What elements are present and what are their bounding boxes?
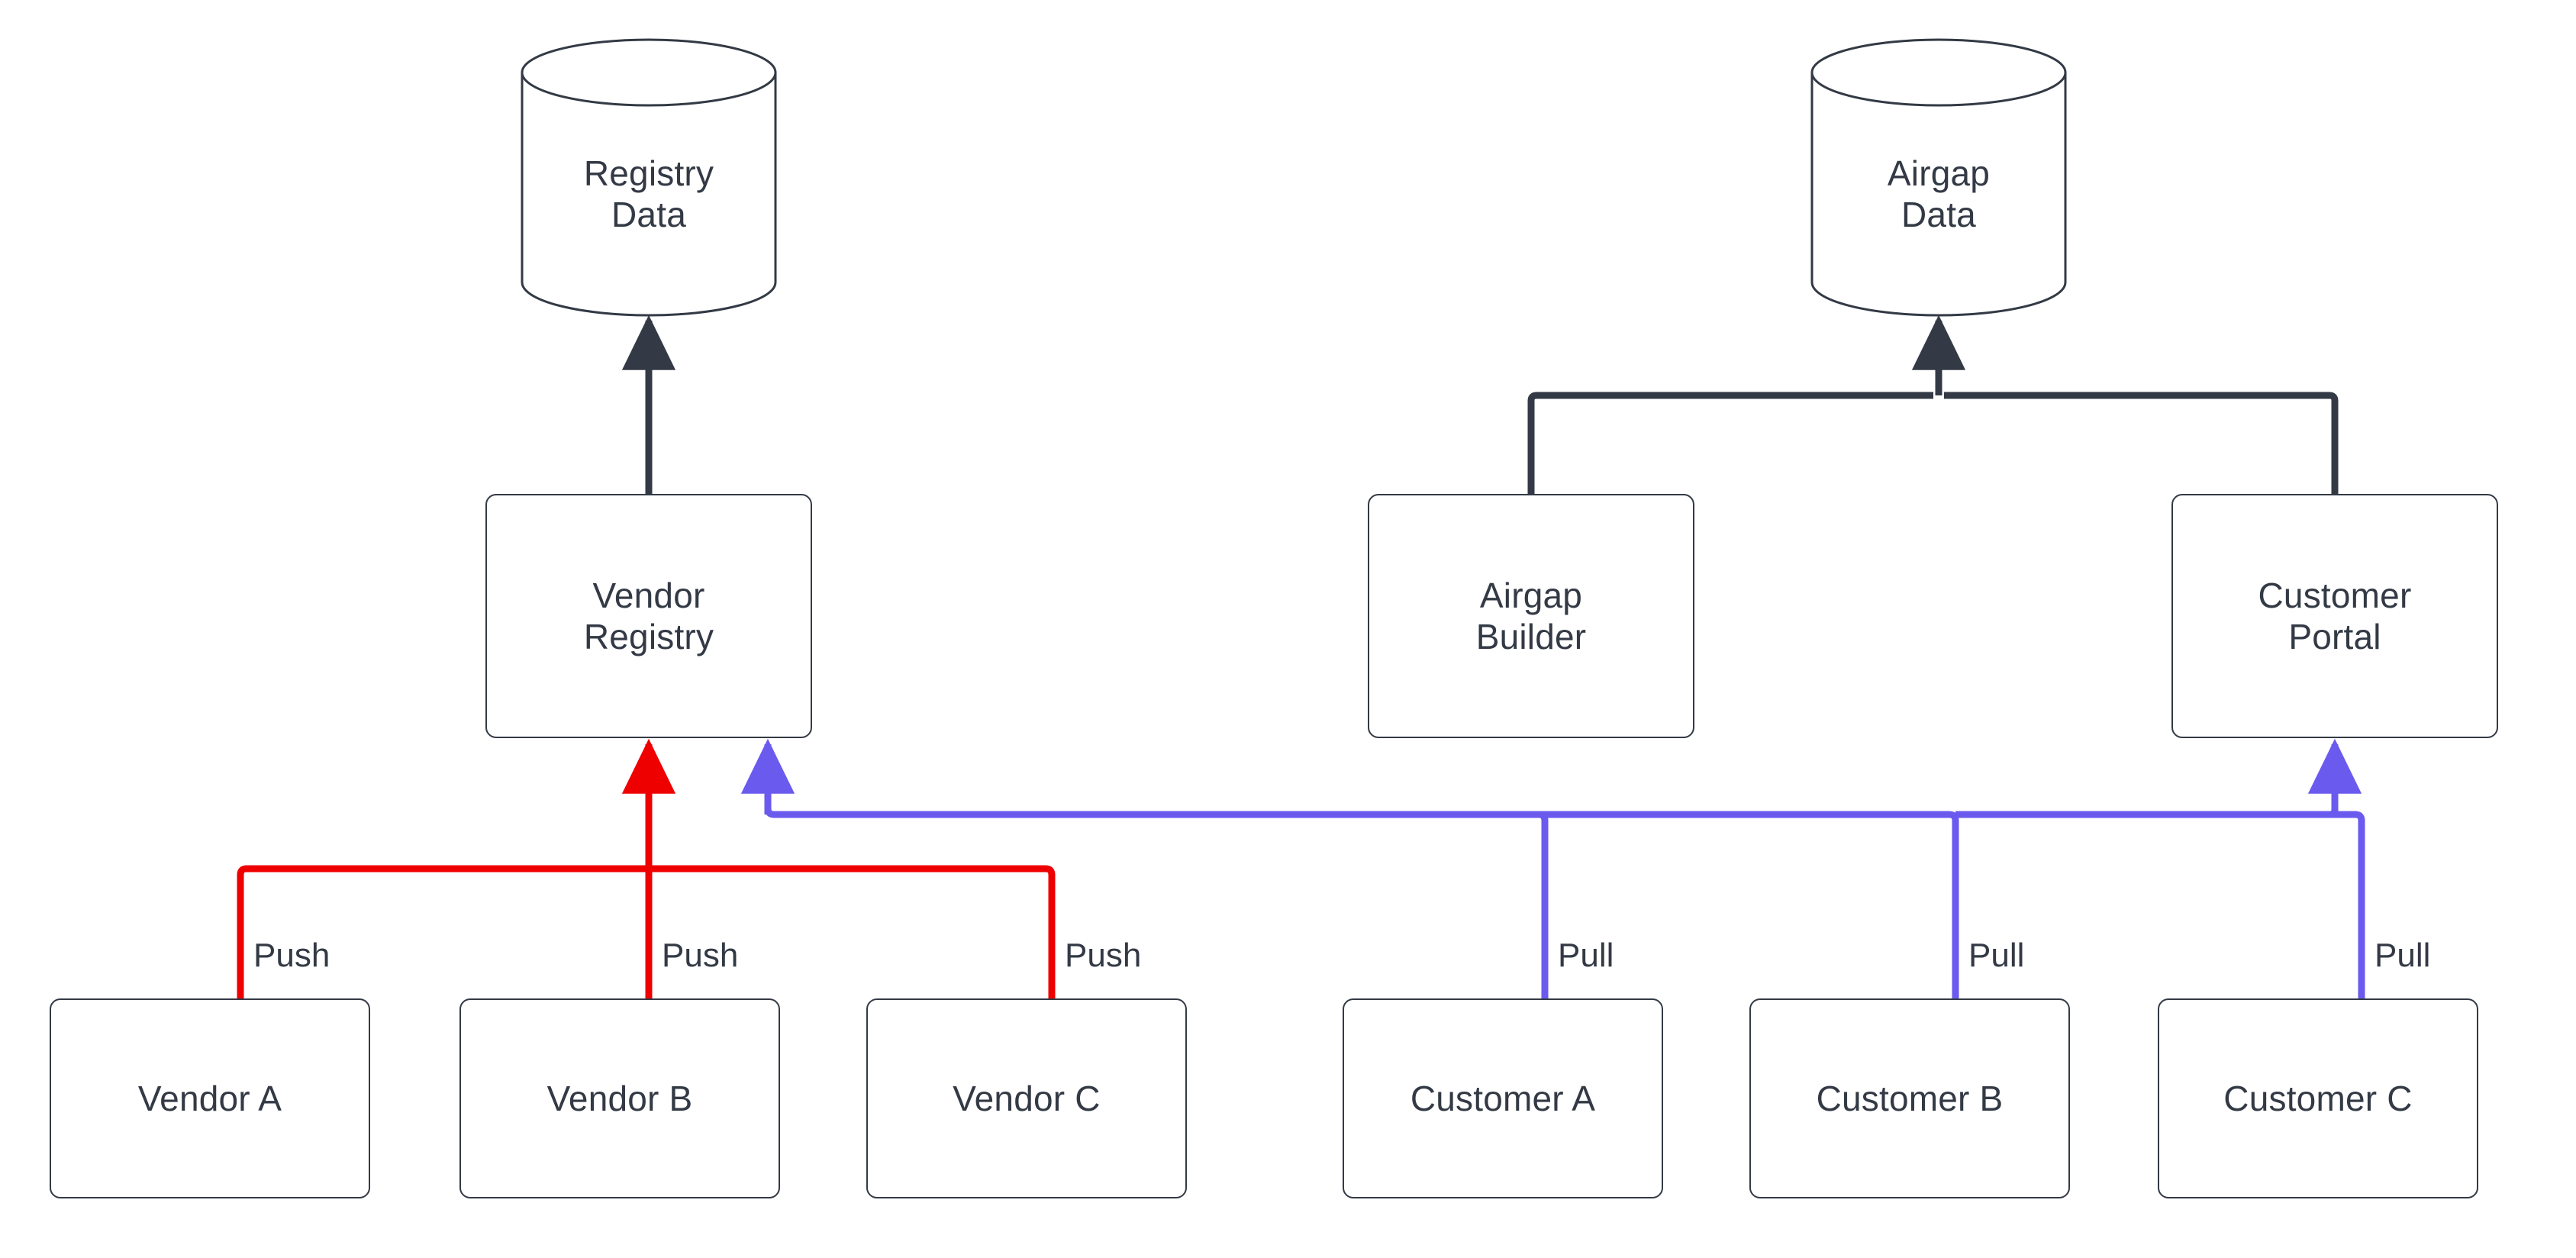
airgap-builder-label-line2: Builder bbox=[1475, 617, 1587, 656]
node-airgap-builder[interactable]: Airgap Builder bbox=[1368, 494, 1694, 738]
node-customer-portal[interactable]: Customer Portal bbox=[2171, 494, 2498, 738]
customer-c-label: Customer C bbox=[2223, 1078, 2413, 1118]
vendor-b-label: Vendor B bbox=[546, 1078, 693, 1118]
registry-data-label-line2: Data bbox=[611, 195, 686, 234]
node-customer-b[interactable]: Customer B bbox=[1749, 998, 2070, 1198]
edge-airgap-builder-to-airgap-data bbox=[1527, 392, 1933, 495]
edge-label-vendor-b-push: Push bbox=[657, 937, 743, 974]
node-registry-data[interactable]: Registry Data bbox=[522, 73, 775, 315]
node-airgap-data[interactable]: Airgap Data bbox=[1812, 73, 2065, 315]
node-customer-a[interactable]: Customer A bbox=[1343, 998, 1663, 1198]
node-vendor-b[interactable]: Vendor B bbox=[459, 998, 780, 1198]
vendor-a-label: Vendor A bbox=[137, 1078, 282, 1118]
registry-data-cylinder-shape bbox=[521, 38, 777, 317]
edge-label-vendor-a-push: Push bbox=[249, 937, 335, 974]
edge-label-customer-b-pull: Pull bbox=[1964, 937, 2030, 974]
node-customer-c[interactable]: Customer C bbox=[2158, 998, 2478, 1198]
edge-pull-bus-right-corner bbox=[2329, 808, 2339, 818]
edge-label-vendor-c-push: Push bbox=[1060, 937, 1146, 974]
customer-a-label: Customer A bbox=[1410, 1078, 1596, 1118]
node-vendor-c[interactable]: Vendor C bbox=[866, 998, 1187, 1198]
edge-customer-a-pull bbox=[774, 811, 1549, 999]
edge-customer-b-pull bbox=[774, 811, 1959, 999]
node-vendor-registry[interactable]: Vendor Registry bbox=[485, 494, 812, 738]
edge-customer-c-pull bbox=[1955, 811, 2365, 999]
edge-customer-portal-to-airgap-data bbox=[1944, 392, 2339, 495]
customer-portal-label-line2: Portal bbox=[2288, 617, 2381, 656]
edge-label-customer-c-pull: Pull bbox=[2370, 937, 2436, 974]
airgap-builder-label-line1: Airgap bbox=[1479, 575, 1583, 615]
airgap-data-label-line2: Data bbox=[1901, 195, 1976, 234]
vendor-registry-label-line2: Registry bbox=[583, 617, 714, 656]
airgap-data-cylinder-shape bbox=[1810, 38, 2067, 317]
edge-pull-bus-corner bbox=[764, 808, 775, 818]
node-vendor-a[interactable]: Vendor A bbox=[50, 998, 370, 1198]
vendor-registry-label-line1: Vendor bbox=[592, 575, 705, 615]
edge-label-customer-a-pull: Pull bbox=[1553, 937, 1619, 974]
airgap-data-label-line1: Airgap bbox=[1887, 153, 1991, 193]
registry-data-label-line1: Registry bbox=[583, 153, 714, 193]
edge-vendor-c-push bbox=[649, 865, 1056, 999]
vendor-c-label: Vendor C bbox=[953, 1078, 1101, 1118]
edge-vendor-a-push bbox=[237, 865, 649, 999]
customer-portal-label-line1: Customer bbox=[2258, 575, 2412, 615]
customer-b-label: Customer B bbox=[1816, 1078, 2004, 1118]
